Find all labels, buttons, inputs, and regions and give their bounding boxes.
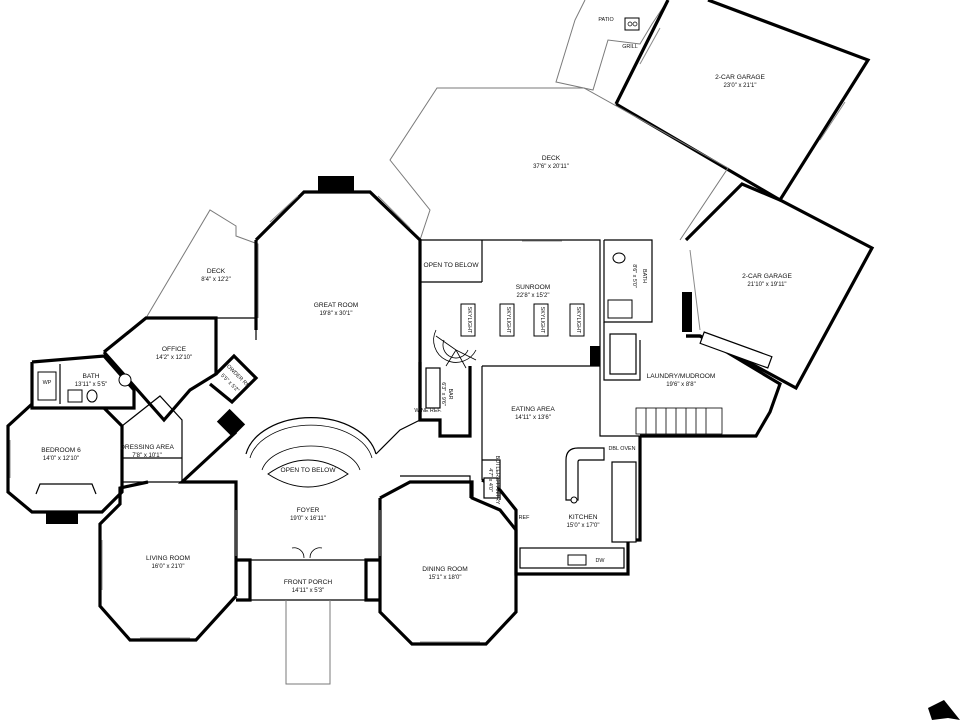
- skylight-label-2: SKYLIGHT: [505, 307, 511, 334]
- bar-dims: 6'3" x 9'6": [440, 382, 446, 406]
- garage-1-name: 2-CAR GARAGE: [715, 74, 765, 81]
- garage-2: 2-CAR GARAGE 21'10" x 19'11": [682, 182, 875, 391]
- sunroom-dims: 22'8" x 15'2": [517, 293, 550, 299]
- bath-toilet-icon: [86, 389, 98, 403]
- deck-small-dims: 8'4" x 12'2": [201, 277, 231, 283]
- skylight-1: [460, 303, 476, 337]
- kitchen: REF DW DBL OVEN KITCHEN 15'0" x 17'0": [481, 436, 642, 576]
- skylight-label-3: SKYLIGHT: [539, 307, 545, 334]
- sunroom: OPEN TO BELOW SUNROOM 22'8" x 15'2" SKYL…: [420, 239, 601, 369]
- dressing-area: DRESSING AREA 7'8" x 10'1": [120, 395, 183, 483]
- skylight-3: [533, 303, 549, 337]
- laundry-mudroom: LAUNDRY/MUDROOM 19'6" x 8'8": [603, 322, 782, 438]
- skylight-label-4: SKYLIGHT: [575, 307, 581, 334]
- ref-label: REF: [519, 515, 530, 521]
- dw-label: DW: [596, 558, 606, 564]
- sunroom-name: SUNROOM: [516, 284, 550, 291]
- garage-bath: BATH 8'6" x 5'0": [603, 239, 653, 323]
- foyer-name: FOYER: [297, 507, 320, 514]
- island-sink-icon: [570, 496, 578, 504]
- bedroom-6-fireplace-icon: [46, 512, 78, 524]
- small-deck: DECK 8'4" x 12'2": [145, 209, 259, 319]
- garage-bath-name: BATH: [641, 269, 647, 283]
- office-dims: 14'2" x 12'10": [156, 355, 192, 361]
- dining-room: DINING ROOM 15'1" x 18'0": [378, 475, 518, 646]
- living-dims: 16'0" x 21'0": [152, 564, 185, 570]
- fireplace-icon: [318, 176, 354, 192]
- wp-label: WP: [43, 380, 52, 386]
- deck-main-dims: 37'6" x 20'11": [533, 164, 569, 170]
- bedroom-6-dims: 14'0" x 12'10": [43, 456, 79, 462]
- office-name: OFFICE: [162, 346, 187, 353]
- eating-dims: 14'11" x 13'6": [515, 415, 551, 421]
- butlers-name: BUTLER'S PANTRY: [494, 456, 500, 505]
- bath-6: WP BATH 13'11" x 5'5": [30, 354, 136, 410]
- dressing-name: DRESSING AREA: [120, 444, 174, 451]
- eating-name: EATING AREA: [511, 406, 555, 413]
- front-porch-name: FRONT PORCH: [284, 579, 332, 586]
- bar: BAR 6'3" x 9'6" WINE REF.: [414, 362, 472, 438]
- great-room-name: GREAT ROOM: [314, 302, 358, 309]
- front-porch-dims: 14'11" x 5'3": [292, 588, 324, 594]
- foyer-dims: 19'0" x 16'11": [290, 516, 326, 522]
- bath-6-dims: 13'11" x 5'5": [75, 382, 107, 388]
- garage-2-dims: 21'10" x 19'11": [747, 282, 786, 288]
- main-deck: DECK 37'6" x 20'11": [389, 87, 729, 241]
- living-room: LIVING ROOM 16'0" x 21'0": [98, 480, 238, 642]
- sink-icon: [118, 373, 132, 387]
- corner-arrow-marker-icon: [928, 700, 960, 720]
- great-room: GREAT ROOM 19'8" x 30'1": [254, 176, 422, 420]
- skylight-4: [569, 303, 585, 337]
- bar-name: BAR: [447, 388, 453, 399]
- kitchen-island: [565, 447, 605, 501]
- bedroom-6: BEDROOM 6 14'0" x 12'10": [6, 402, 124, 524]
- laundry-name: LAUNDRY/MUDROOM: [647, 373, 716, 380]
- eating-area: EATING AREA 14'11" x 13'6": [481, 366, 640, 480]
- open-to-below-top: OPEN TO BELOW: [423, 262, 479, 269]
- butlers-dims: 4'7" x 4'0": [487, 468, 493, 492]
- kitchen-name: KITCHEN: [569, 514, 598, 521]
- living-name: LIVING ROOM: [146, 555, 190, 562]
- front-porch: FRONT PORCH 14'11" x 5'3": [236, 547, 380, 685]
- garage-1: 2-CAR GARAGE 23'0" x 21'1": [614, 0, 871, 203]
- wp-tub-icon: [37, 371, 57, 401]
- kitchen-counter-east: [611, 461, 637, 543]
- dining-name: DINING ROOM: [422, 566, 467, 573]
- skylight-row: SKYLIGHT SKYLIGHT SKYLIGHT SKYLIGHT: [460, 303, 585, 337]
- open-to-below-balcony: [267, 459, 349, 488]
- skylight-2: [499, 303, 515, 337]
- dressing-dims: 7'8" x 10'1": [132, 453, 162, 459]
- garage-1-dims: 23'0" x 21'1": [724, 83, 757, 89]
- bath-6-name: BATH: [82, 373, 99, 380]
- skylight-label-1: SKYLIGHT: [466, 307, 472, 334]
- bedroom-6-name: BEDROOM 6: [41, 447, 81, 454]
- garage-2-name: 2-CAR GARAGE: [742, 273, 792, 280]
- open-to-below-foyer-1: OPEN TO BELOW: [280, 467, 336, 474]
- butlers-pantry: BUTLER'S PANTRY 4'7" x 4'0": [482, 456, 501, 505]
- dbl-oven-line: DBL OVEN: [608, 446, 635, 452]
- mudroom-stairs: [635, 407, 723, 435]
- garage-bath-dims: 8'6" x 5'0": [631, 264, 637, 288]
- great-room-dims: 19'8" x 30'1": [320, 311, 353, 317]
- patio-area: PATIO GRILL: [555, 0, 669, 91]
- foyer: OPEN TO BELOW FOYER 19'0" x 16'11": [177, 417, 421, 596]
- kitchen-dims: 15'0" x 17'0": [567, 523, 600, 529]
- deck-small-name: DECK: [207, 268, 226, 275]
- grill-label: GRILL: [622, 44, 638, 50]
- toilet-icon: [612, 252, 626, 264]
- patio-label: PATIO: [598, 17, 613, 23]
- laundry-dims: 19'6" x 8'8": [666, 382, 696, 388]
- spiral-stair: [433, 329, 477, 369]
- deck-main-name: DECK: [542, 155, 561, 162]
- kitchen-sink-icon: [567, 554, 587, 566]
- bath-cabinet-icon: [67, 389, 83, 403]
- dining-dims: 15'1" x 18'0": [429, 575, 462, 581]
- bathtub-icon: [607, 299, 633, 319]
- wine-ref-label: WINE REF.: [414, 408, 441, 414]
